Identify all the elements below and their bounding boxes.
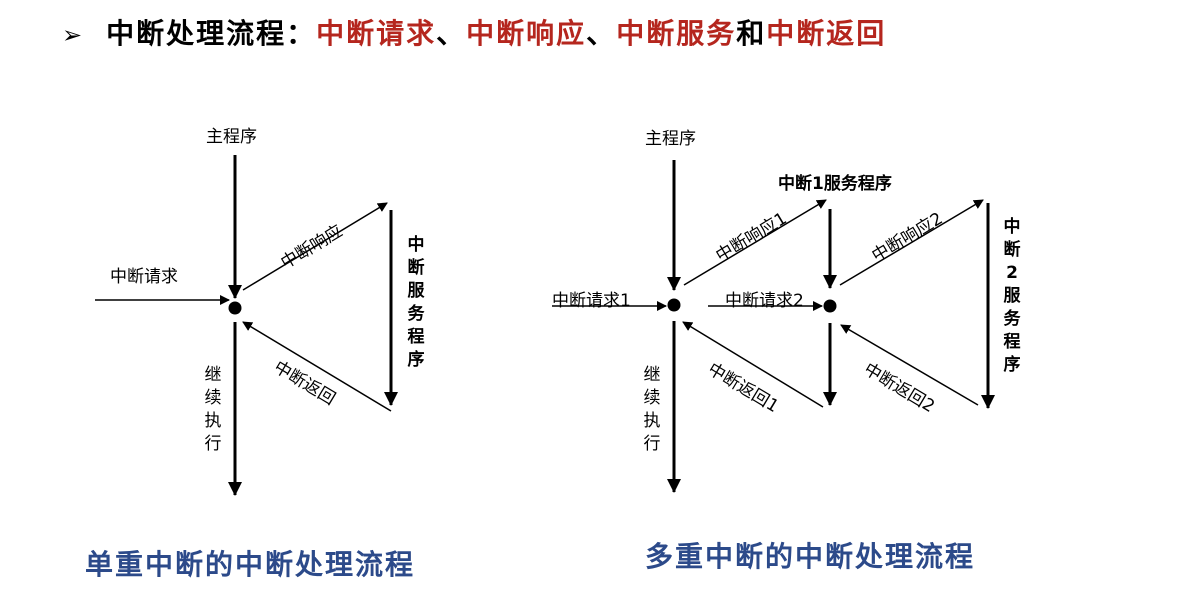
- multi-diagram: [552, 160, 995, 493]
- interrupt-point: [228, 301, 242, 315]
- interrupt-point-1: [667, 298, 681, 312]
- arrow-bullet-icon: ➢: [62, 21, 85, 49]
- request2-label: 中断请求2: [725, 291, 804, 311]
- title-return: 中断返回: [766, 17, 887, 50]
- slide-title: ➢中断处理流程：中断请求、中断响应、中断服务和中断返回: [62, 12, 886, 52]
- main-program-label: 主程序: [206, 127, 257, 147]
- continue-label: 继续执行: [643, 365, 661, 454]
- title-response: 中断响应: [466, 17, 587, 50]
- return1-arrow: [682, 321, 824, 408]
- return2-arrow: [840, 324, 979, 406]
- main-program-label: 主程序: [645, 129, 696, 149]
- multi-caption: 多重中断的中断处理流程: [645, 540, 976, 573]
- service2-label: 中断2服务程序: [1003, 217, 1021, 375]
- title-request: 中断请求: [316, 17, 437, 50]
- interrupt-point-2: [823, 299, 837, 313]
- request1-label: 中断请求1: [552, 291, 631, 311]
- continue-label: 继续执行: [204, 365, 222, 454]
- title-service: 中断服务: [616, 17, 737, 50]
- single-caption: 单重中断的中断处理流程: [85, 548, 416, 581]
- response-arrow: [242, 202, 388, 291]
- title-prefix: 中断处理流程：: [106, 17, 317, 50]
- response1-arrow: [683, 199, 827, 286]
- single-diagram: [95, 155, 398, 496]
- response2-arrow: [839, 199, 984, 286]
- title-sep: 、: [436, 17, 467, 50]
- request-label: 中断请求: [110, 267, 178, 287]
- service-label: 中断服务程序: [407, 235, 425, 370]
- title-sep: 和: [736, 17, 767, 50]
- return-arrow: [242, 321, 392, 412]
- service1-label: 中断1服务程序: [778, 174, 892, 194]
- title-sep: 、: [586, 17, 617, 50]
